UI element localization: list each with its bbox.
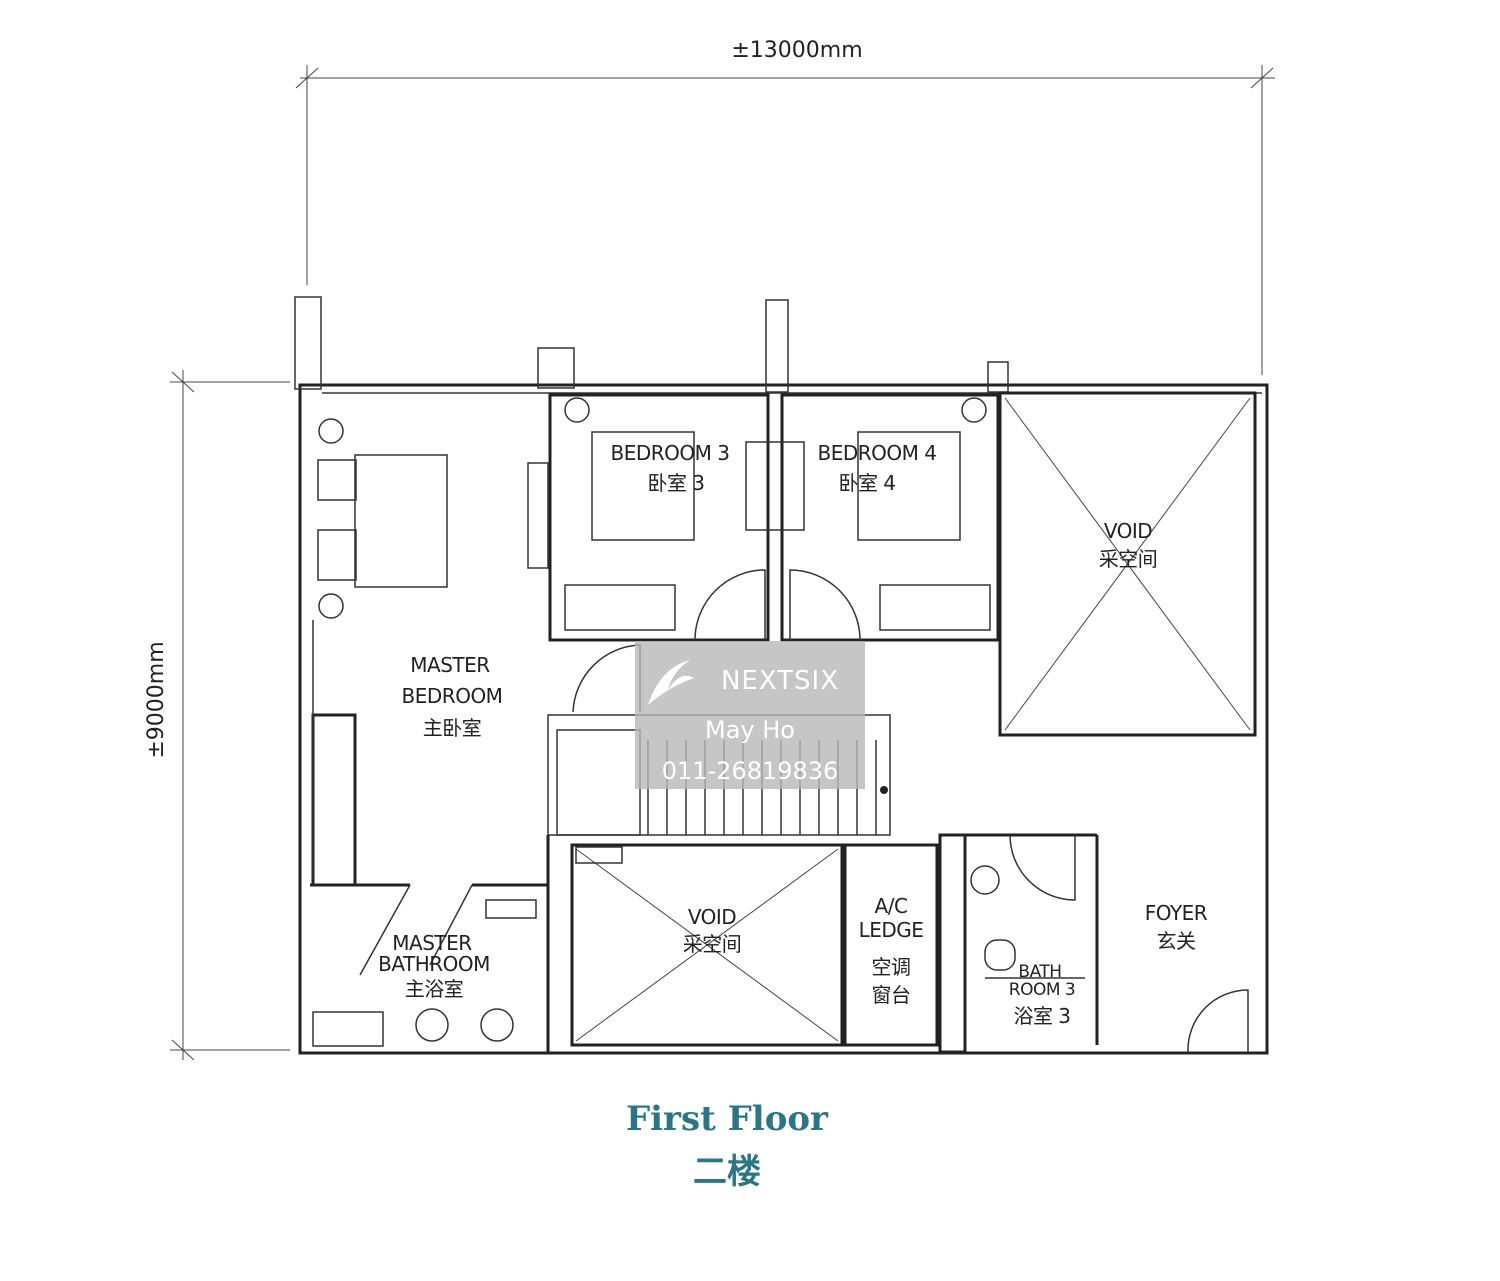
master-bedroom-label-1: MASTER xyxy=(410,653,490,677)
ac-ledge-label-1: A/C xyxy=(875,894,908,918)
floor-title: First Floor xyxy=(626,1099,829,1139)
ac-ledge-label-zh1: 空调 xyxy=(872,955,911,979)
master-bedroom-furniture xyxy=(311,418,641,887)
bedroom4-label: BEDROOM 4 xyxy=(818,441,937,465)
master-bathroom-label-1: MASTER xyxy=(392,931,472,955)
bathroom3-label-2: ROOM 3 xyxy=(1009,980,1075,1000)
bedroom3-label: BEDROOM 3 xyxy=(611,441,730,465)
master-bathroom-label-zh: 主浴室 xyxy=(405,977,464,1001)
width-label: ±13000mm xyxy=(731,38,862,63)
bedroom3-label-zh: 卧室 3 xyxy=(647,471,704,495)
floor-title-zh: 二楼 xyxy=(693,1152,761,1192)
bathroom3-label-zh: 浴室 3 xyxy=(1013,1004,1070,1028)
nextsix-logo-icon xyxy=(648,660,694,705)
foyer-label: FOYER xyxy=(1145,901,1208,925)
watermark-brand: NEXTSIX xyxy=(721,666,839,696)
master-bedroom-label-zh: 主卧室 xyxy=(423,716,482,740)
void-bottom-label-zh: 采空间 xyxy=(683,932,742,956)
watermark: NEXTSIX May Ho 011-26819836 xyxy=(635,641,865,789)
watermark-agent: May Ho xyxy=(705,716,795,744)
bedroom4-label-zh: 卧室 4 xyxy=(838,471,895,495)
ac-ledge-label-zh2: 窗台 xyxy=(872,983,911,1007)
dimension-depth: ±9000mm xyxy=(144,370,290,1061)
bathroom3-label-1: BATH xyxy=(1018,962,1061,982)
depth-label: ±9000mm xyxy=(144,641,169,758)
master-bedroom-label-2: BEDROOM xyxy=(402,684,503,708)
room-labels: BEDROOM 3 卧室 3 BEDROOM 4 卧室 4 VOID 采空间 M… xyxy=(378,441,1208,1028)
dimension-width: ±13000mm xyxy=(295,38,1275,375)
void-bottom-label: VOID xyxy=(688,905,736,929)
bedrooms-walls xyxy=(527,393,1000,642)
void-top-label-zh: 采空间 xyxy=(1099,547,1158,571)
foyer-label-zh: 玄关 xyxy=(1157,929,1197,953)
void-top-label: VOID xyxy=(1104,519,1152,543)
void-top xyxy=(998,391,1257,737)
lower-rooms xyxy=(310,833,1249,1054)
watermark-phone: 011-26819836 xyxy=(662,757,839,785)
ac-ledge-label-2: LEDGE xyxy=(859,918,924,942)
master-bathroom-label-2: BATHROOM xyxy=(378,952,490,976)
